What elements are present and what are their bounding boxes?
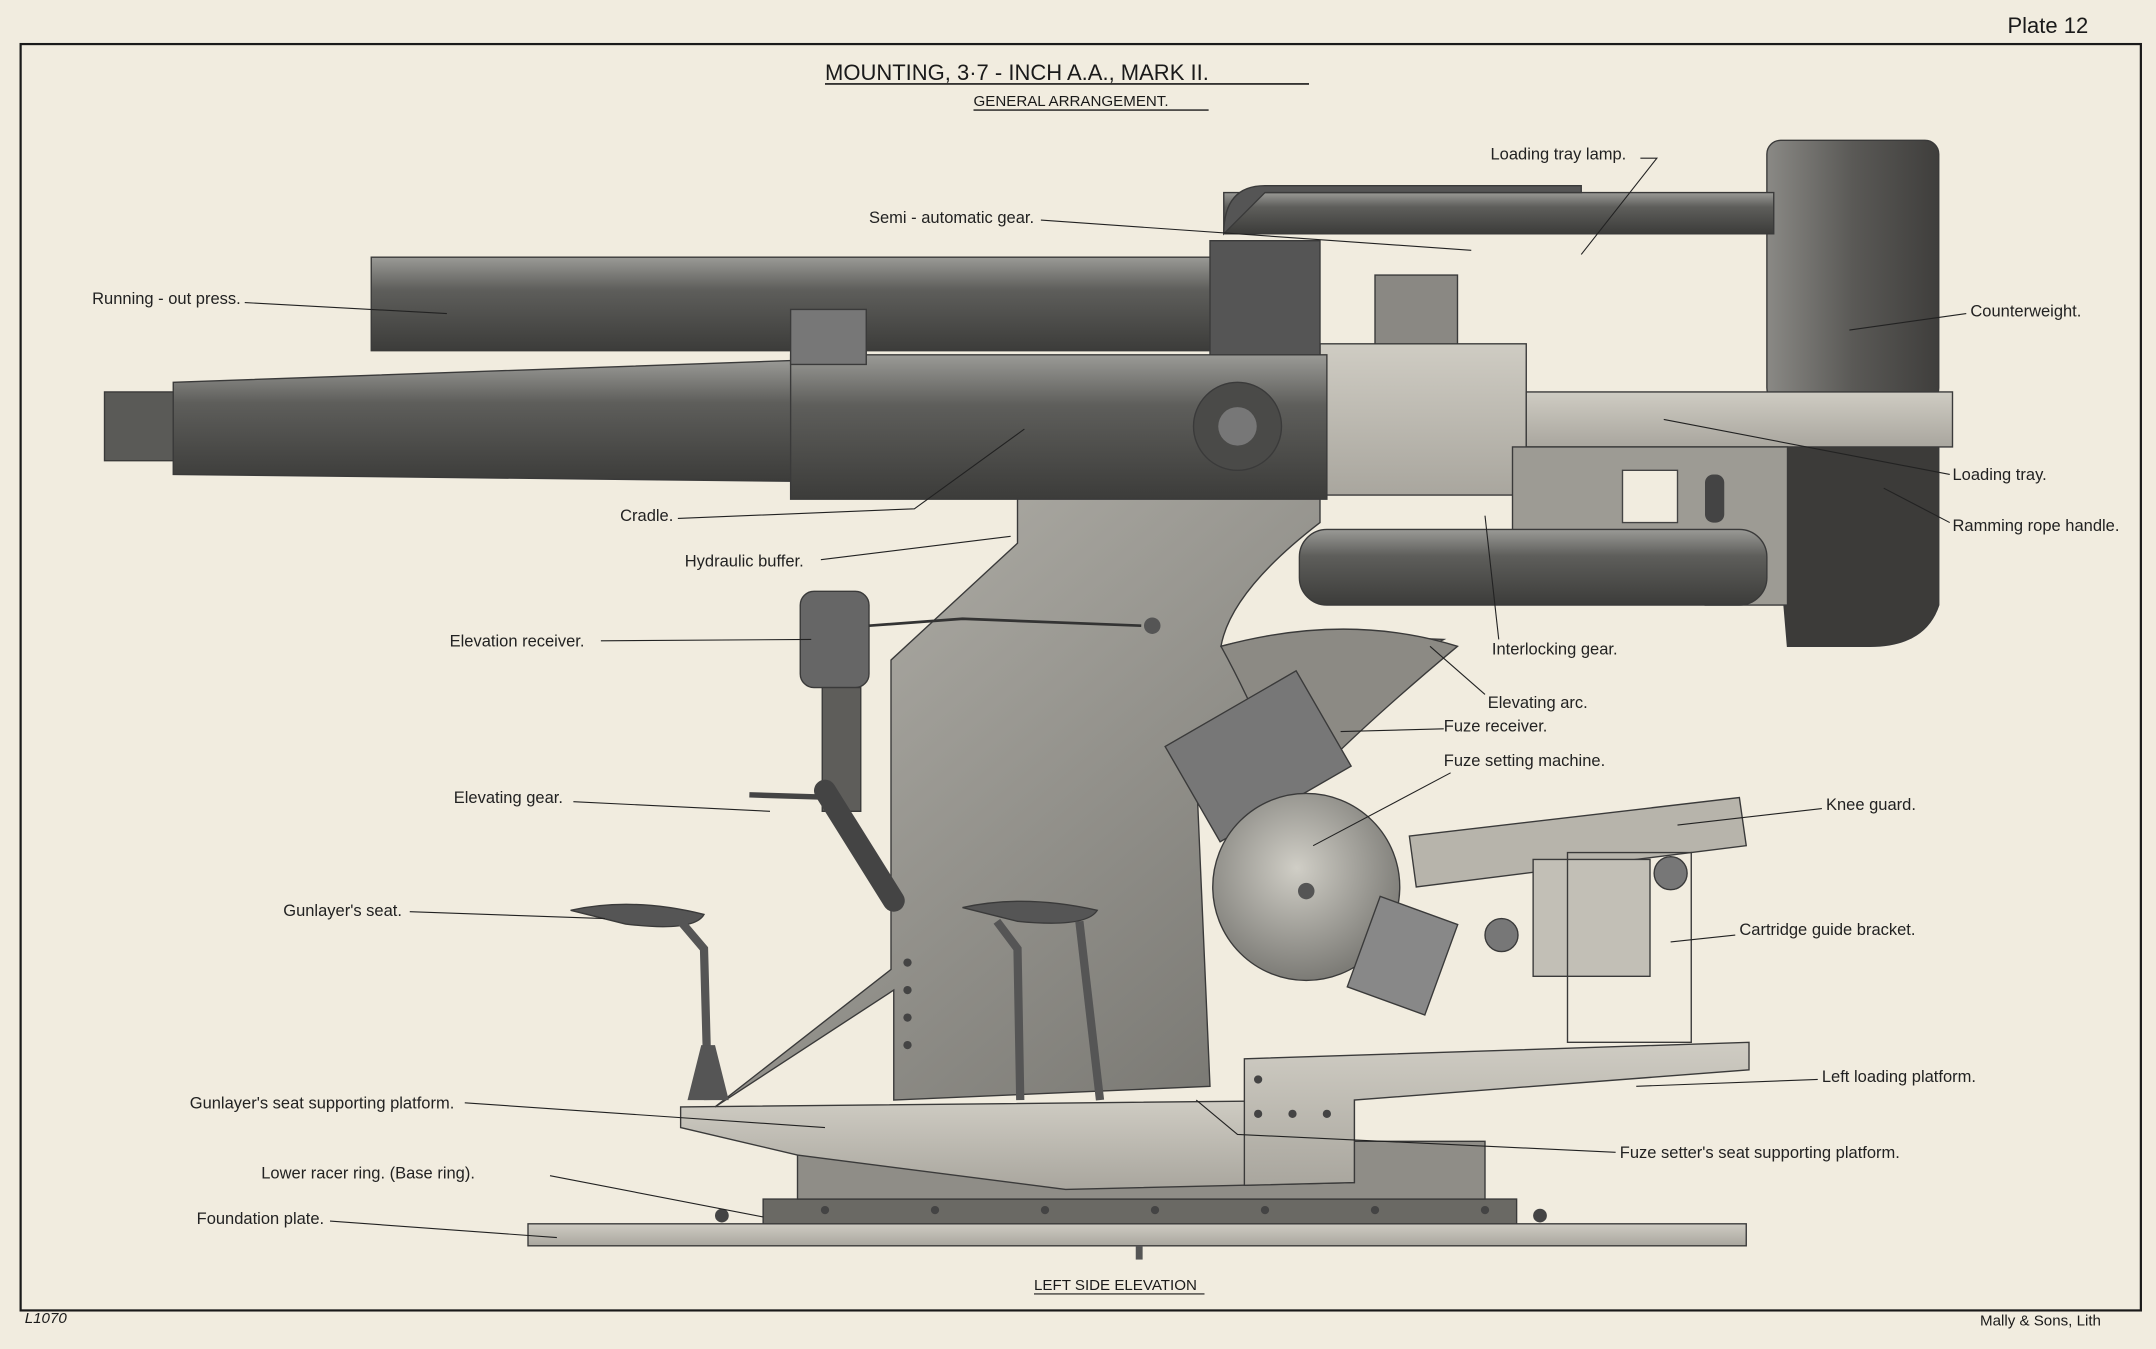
cartridge-guide-bracket (1532, 858, 1651, 977)
breech-ring (1319, 343, 1527, 496)
cradle-clamp (789, 308, 867, 366)
label-running-out-press: Running - out press. (92, 290, 241, 308)
guide-roller (1653, 856, 1688, 891)
knee-guard (1408, 796, 1748, 888)
part-labels: Loading tray lamp. Semi - automatic gear… (92, 146, 2119, 1228)
semi-automatic-gear (1374, 274, 1459, 345)
label-cartridge-guide-bracket: Cartridge guide bracket. (1739, 921, 1915, 939)
press-head (1209, 240, 1321, 359)
gun-mounting-illustration (103, 139, 1954, 1260)
printer-credit: Mally & Sons, Lith (1980, 1313, 2101, 1330)
gunlayers-seat-foot (687, 1045, 729, 1101)
label-gunlayers-seat-platform: Gunlayer's seat supporting platform. (190, 1094, 455, 1112)
label-foundation-plate: Foundation plate. (197, 1210, 325, 1228)
gunlayers-seat (570, 903, 706, 928)
label-loading-tray: Loading tray. (1953, 466, 2047, 484)
left-loading-platform (1243, 1041, 1750, 1187)
racer-ring (762, 1198, 1518, 1225)
label-fuze-setting-machine: Fuze setting machine. (1444, 752, 1605, 770)
leader-lines (244, 157, 1967, 1239)
label-gunlayers-seat: Gunlayer's seat. (283, 902, 402, 920)
plate-number: Plate 12 (2008, 13, 2089, 38)
label-lower-racer-ring: Lower racer ring. (Base ring). (261, 1164, 475, 1182)
drawing-title: MOUNTING, 3·7 - INCH A.A., MARK II. (825, 60, 1209, 85)
label-fuze-setters-seat-platform: Fuze setter's seat supporting platform. (1620, 1144, 1900, 1162)
elevating-gear-column (821, 686, 862, 812)
label-elevation-receiver: Elevation receiver. (450, 632, 585, 650)
bracket-slot (1705, 474, 1725, 523)
elevating-gear-arm (814, 779, 905, 912)
muzzle (103, 391, 174, 462)
loading-tray (1525, 391, 1954, 448)
label-cradle: Cradle. (620, 507, 673, 525)
border-frame (19, 42, 2142, 1312)
fuze-setters-seat-post (993, 918, 1025, 1101)
hydraulic-cylinder (1298, 528, 1768, 606)
label-fuze-receiver: Fuze receiver. (1444, 718, 1548, 736)
guide-roller (1484, 917, 1519, 953)
bracket-frame (1566, 851, 1692, 1043)
label-interlocking-gear: Interlocking gear. (1492, 641, 1618, 659)
racer-bolts (715, 1205, 1547, 1223)
bracket-window (1621, 469, 1679, 524)
top-tube (1223, 191, 1775, 235)
platform-bolts (1254, 1075, 1331, 1118)
drawing-number: L1070 (25, 1310, 68, 1327)
label-loading-tray-lamp: Loading tray lamp. (1491, 146, 1627, 164)
barrel (172, 359, 799, 483)
label-left-loading-platform: Left loading platform. (1822, 1068, 1976, 1086)
label-counterweight: Counterweight. (1970, 302, 2081, 320)
top-tube-bend (1223, 185, 1582, 236)
fuze-machine-housing (1346, 895, 1459, 1016)
label-elevating-arc: Elevating arc. (1488, 694, 1588, 712)
trunnion-hub (1218, 407, 1257, 446)
drawing-subtitle: GENERAL ARRANGEMENT. (974, 93, 1169, 110)
fuze-setters-seat-strut (1075, 920, 1105, 1101)
receiver-drive-rod (868, 617, 1142, 628)
view-caption: LEFT SIDE ELEVATION (1034, 1277, 1197, 1294)
counterweight (1766, 139, 1940, 403)
fuze-setters-seat (962, 900, 1099, 924)
fuze-machine-hub (1298, 882, 1315, 900)
pedestal-bolts (903, 617, 1161, 1050)
elevating-handwheel-shaft (749, 792, 839, 801)
foundation-plate (527, 1223, 1747, 1247)
label-knee-guard: Knee guard. (1826, 796, 1916, 814)
label-ramming-rope-handle: Ramming rope handle. (1953, 517, 2120, 535)
label-hydraulic-buffer: Hydraulic buffer. (685, 553, 804, 571)
label-elevating-gear: Elevating gear. (454, 789, 563, 807)
holding-down-bolt (1135, 1245, 1143, 1260)
label-semi-automatic-gear: Semi - automatic gear. (869, 209, 1034, 227)
counterweight-lower (1766, 400, 1940, 647)
